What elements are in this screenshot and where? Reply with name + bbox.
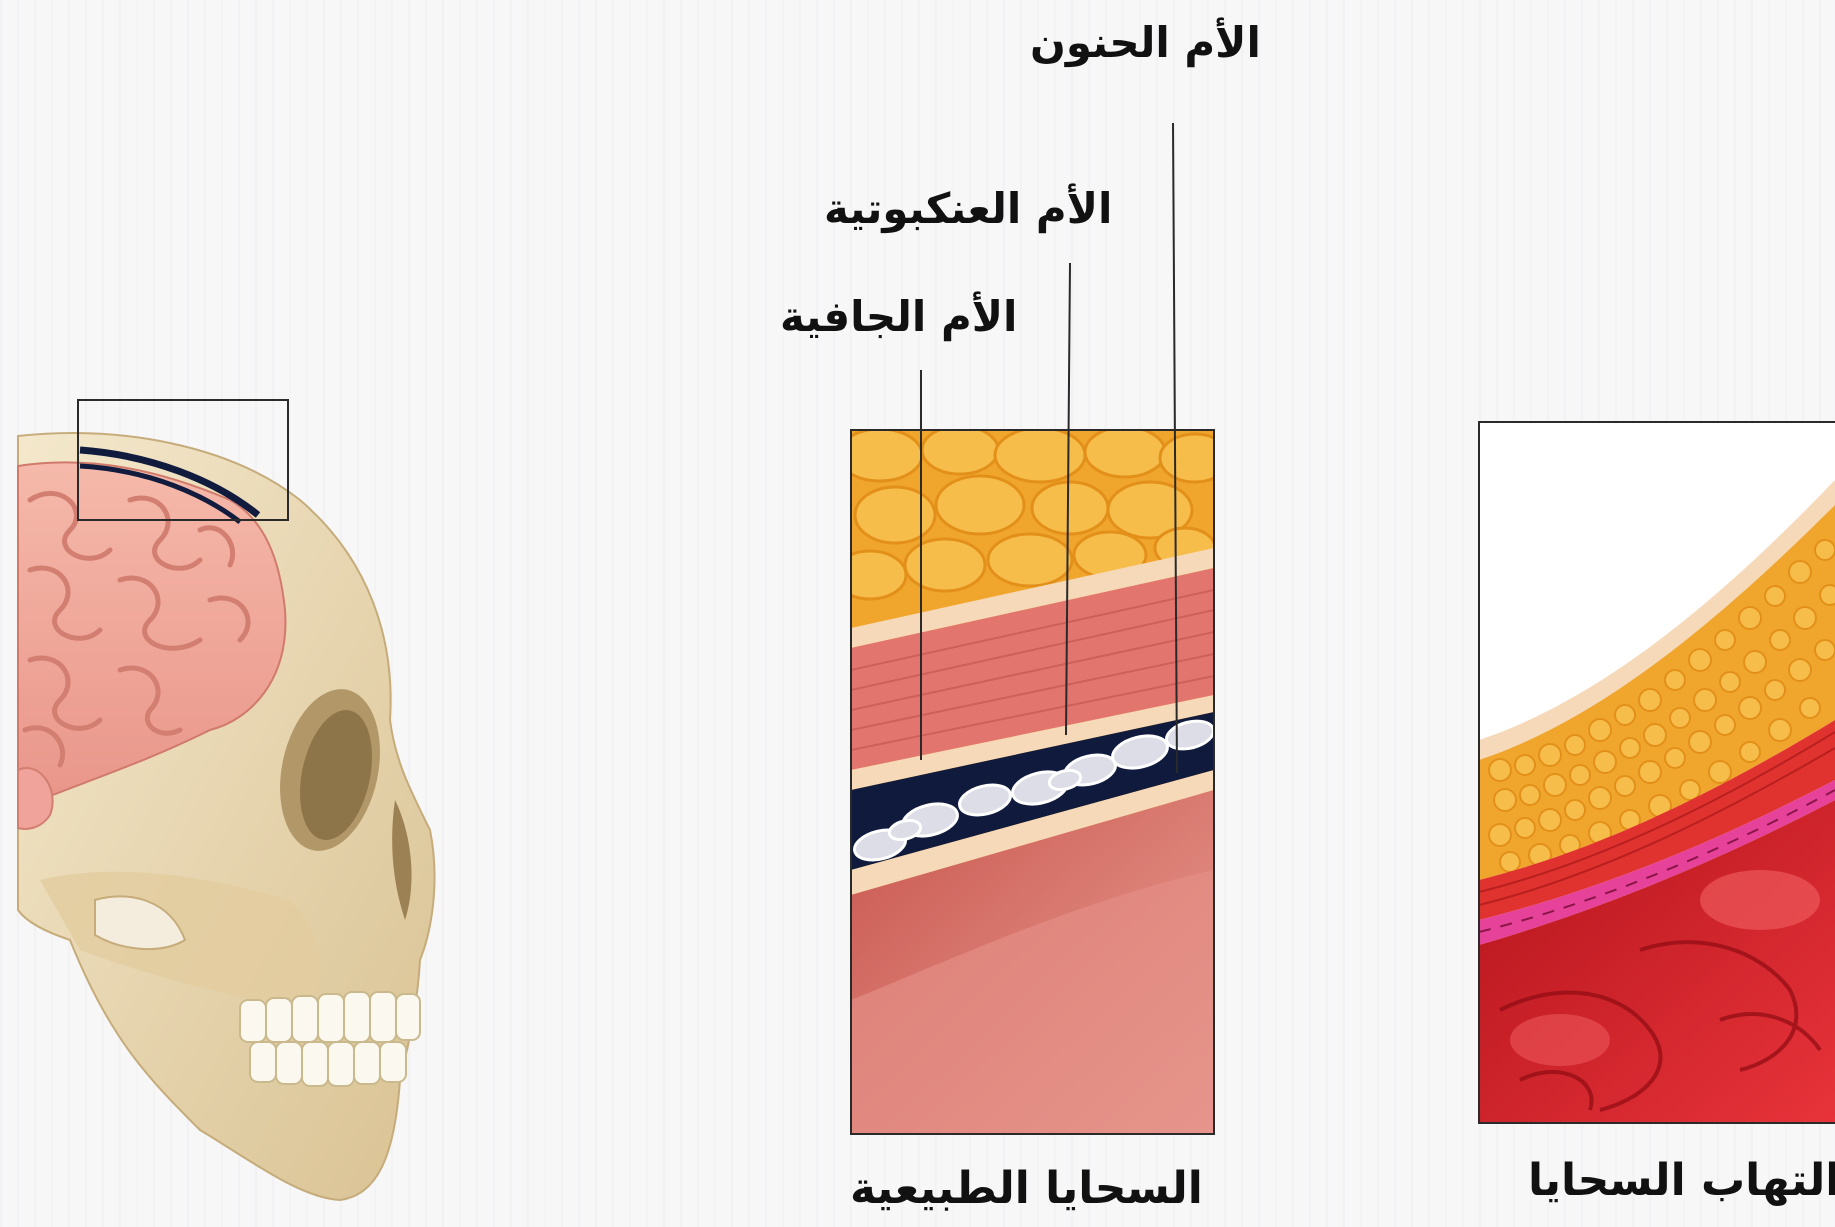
label-pia-mater: الأم الحنون bbox=[1030, 18, 1261, 67]
label-dura-mater: الأم الجافية bbox=[780, 292, 1017, 341]
label-arachnoid-mater: الأم العنكبوتية bbox=[824, 184, 1112, 233]
caption-normal-meninges: السحايا الطبيعية bbox=[850, 1163, 1203, 1214]
meningitis-panel bbox=[1479, 422, 1835, 1123]
normal-meninges-panel bbox=[834, 426, 1230, 1134]
caption-meningitis: التهاب السحايا bbox=[1528, 1155, 1835, 1206]
skull-illustration bbox=[18, 400, 435, 1200]
